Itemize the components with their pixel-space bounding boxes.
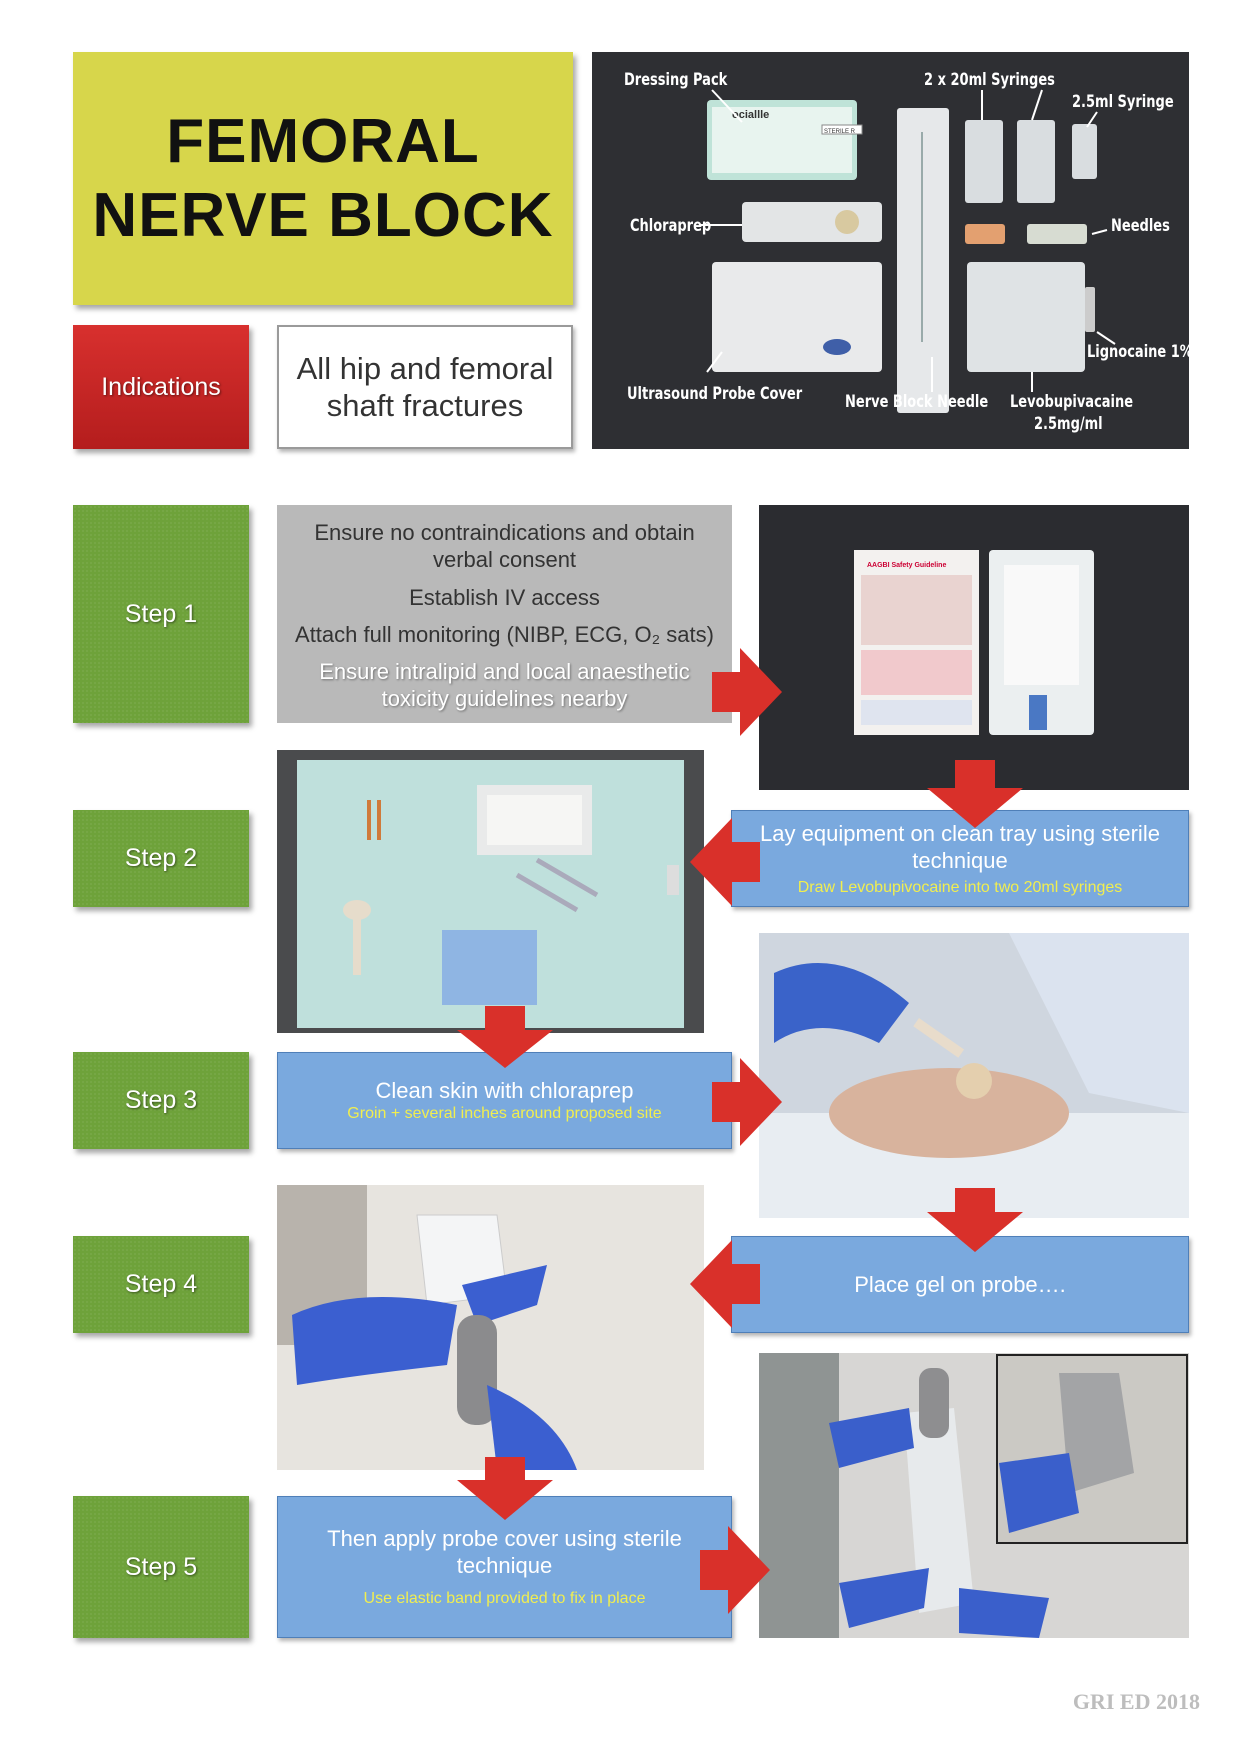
step-1-iv-access: Establish IV access: [409, 585, 600, 610]
step-3-label: Step 3: [73, 1052, 249, 1149]
step-5-instructions: Then apply probe cover using sterile tec…: [277, 1496, 732, 1638]
title-line-2: NERVE BLOCK: [92, 180, 554, 250]
probe-gel-photo: [277, 1185, 704, 1470]
label-20ml-syringes: 2 x 20ml Syringes: [924, 70, 1055, 90]
svg-text:ociallle: ociallle: [732, 109, 769, 121]
step-5-sub: Use elastic band provided to fix in plac…: [363, 1590, 646, 1607]
step-2-label: Step 2: [73, 810, 249, 907]
label-needles: Needles: [1111, 216, 1170, 236]
label-probe-cover: Ultrasound Probe Cover: [627, 384, 803, 404]
step-1-instructions: Ensure no contraindications and obtain v…: [277, 505, 732, 723]
step-5-label: Step 5: [73, 1496, 249, 1638]
step-1-label: Step 1: [73, 505, 249, 723]
title-line-1: FEMORAL: [166, 106, 480, 176]
label-levobupivacaine-conc: 2.5mg/ml: [1034, 414, 1103, 434]
guideline-photo: AAGBI Safety Guideline: [759, 505, 1189, 790]
footer-credit: GRI ED 2018: [1072, 1689, 1200, 1714]
step-2-instructions: Lay equipment on clean tray using steril…: [731, 810, 1189, 907]
skin-cleaning-photo: [759, 933, 1189, 1218]
step-1-consent: Ensure no contraindications and obtain v…: [314, 520, 695, 572]
step-2-main: Lay equipment on clean tray using steril…: [760, 820, 1160, 873]
label-levobupivacaine: Levobupivacaine: [1010, 392, 1134, 412]
tray-photo: [277, 750, 704, 1033]
label-chloraprep: Chloraprep: [630, 216, 712, 236]
label-25ml-syringe: 2.5ml Syringe: [1072, 92, 1174, 112]
indications-text: All hip and femoral shaft fractures: [277, 325, 573, 449]
step-4-main: Place gel on probe….: [854, 1272, 1066, 1297]
step-5-main: Then apply probe cover using sterile tec…: [327, 1526, 682, 1578]
probe-cover-photo: [759, 1353, 1189, 1638]
step-3-main: Clean skin with chloraprep: [375, 1078, 634, 1103]
indications-label: Indications: [73, 325, 249, 449]
label-lignocaine: Lignocaine 1%: [1087, 342, 1189, 362]
guideline-title: AAGBI Safety Guideline: [867, 562, 946, 569]
step-4-label: Step 4: [73, 1236, 249, 1333]
label-dressing-pack: Dressing Pack: [624, 70, 728, 90]
step-3-instructions: Clean skin with chloraprep Groin + sever…: [277, 1052, 732, 1149]
label-nerve-block-needle: Nerve Block Needle: [845, 392, 989, 412]
step-1-monitoring: Attach full monitoring (NIBP, ECG, O₂ sa…: [295, 622, 714, 647]
equipment-illustration: ociallle STERILE R: [592, 52, 1189, 449]
step-2-sub: Draw Levobupivocaine into two 20ml syrin…: [797, 878, 1123, 896]
equipment-photo: ociallle STERILE R Dressin: [592, 52, 1189, 449]
title-banner: FEMORAL NERVE BLOCK: [73, 52, 573, 305]
step-1-intralipid: Ensure intralipid and local anaesthetic …: [319, 659, 690, 711]
step-4-instructions: Place gel on probe….: [731, 1236, 1189, 1333]
svg-text:STERILE R: STERILE R: [824, 129, 856, 135]
step-3-sub: Groin + several inches around proposed s…: [347, 1105, 662, 1122]
